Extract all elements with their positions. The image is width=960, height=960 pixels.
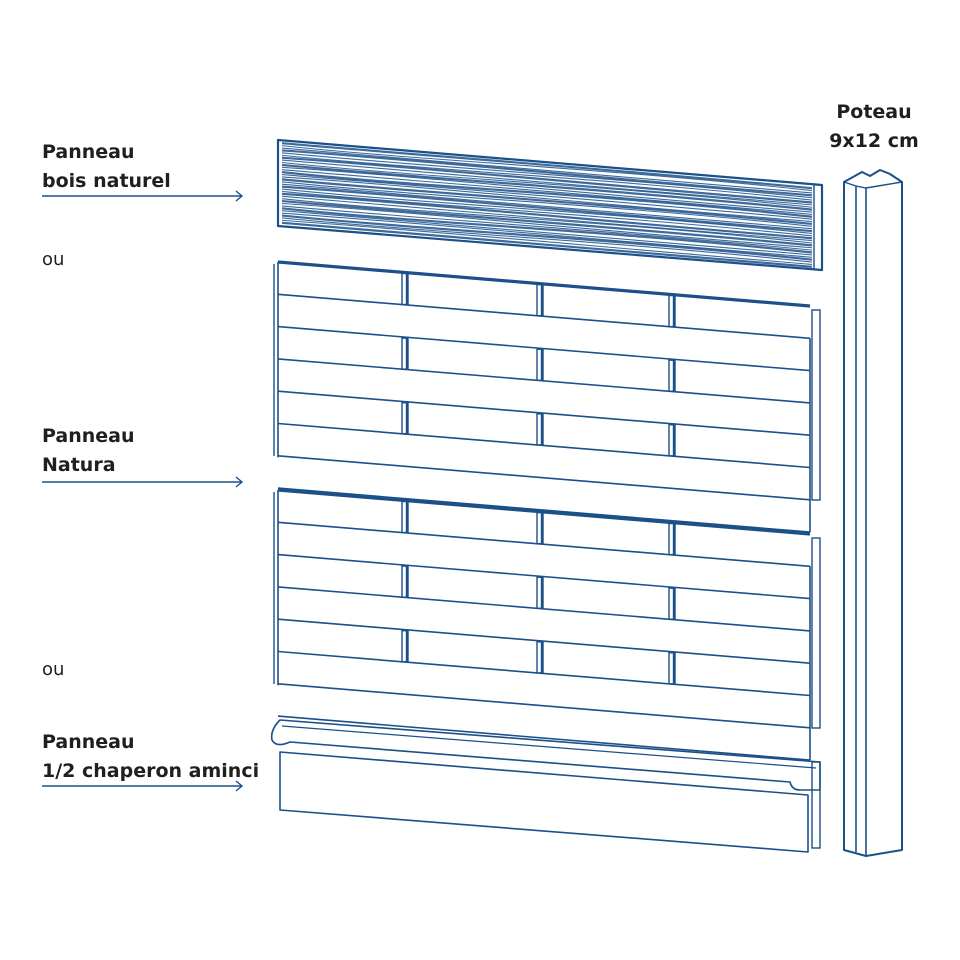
wood-grain-line	[281, 174, 813, 220]
natura-board-line	[277, 553, 811, 600]
natura-panel-label: Panneau Natura	[42, 422, 135, 480]
natura-panel-label-line2: Natura	[42, 454, 116, 476]
natura-board-line	[277, 422, 811, 469]
post	[843, 169, 903, 857]
wood-grain-line	[281, 212, 813, 258]
wood-grain-line	[281, 205, 813, 251]
or-label-1: ou	[42, 249, 65, 270]
wood-grain-line	[281, 199, 813, 247]
natura-board-line	[277, 715, 811, 761]
wood-grain-line	[281, 145, 813, 192]
chaperon-panel-label-line1: Panneau	[42, 731, 135, 753]
wood-grain-line	[281, 166, 813, 213]
natura-board-line	[277, 455, 811, 501]
wood-grain-line	[281, 156, 813, 204]
arrow-head-icon	[235, 780, 244, 792]
natura-panel-top-edge	[277, 260, 811, 308]
natura-board-line	[277, 358, 811, 404]
post-label-line2: 9x12 cm	[829, 130, 919, 152]
wood-grain-line	[281, 198, 813, 244]
post-label-line1: Poteau	[836, 101, 912, 123]
arrow-head-icon	[235, 190, 244, 202]
wood-grain-line	[281, 171, 813, 218]
natura-board-line	[277, 618, 811, 664]
wood-grain-line	[281, 152, 813, 199]
natura-board-line	[277, 487, 811, 533]
chaperon-body	[279, 751, 809, 853]
natura-board-line	[277, 390, 811, 436]
chaperon-right-rail	[811, 761, 821, 849]
wood-grain-line	[281, 219, 813, 265]
wood-grain-line	[281, 202, 813, 249]
natura-board-line	[277, 586, 811, 632]
wood-grain-line	[281, 163, 813, 211]
wood-panel-label: Panneau bois naturel	[42, 138, 171, 196]
wood-grain-line	[281, 188, 813, 235]
wood-grain-line	[281, 192, 813, 240]
wood-grain-line	[281, 214, 813, 261]
natura-panel-right-rail	[811, 537, 821, 729]
natura-board-line	[277, 650, 811, 697]
natura-board-line	[277, 325, 811, 372]
chaperon-panel-label-line2: 1/2 chaperon aminci	[42, 760, 260, 782]
natura-board-line	[277, 293, 811, 340]
wood-grain-line	[281, 154, 813, 201]
natura-panel-label-line1: Panneau	[42, 425, 135, 447]
chaperon-cap	[270, 719, 821, 791]
wood-grain-line	[281, 178, 813, 226]
wood-panel-label-line2: bois naturel	[42, 170, 171, 192]
wood-grain-line	[281, 217, 813, 263]
natura-panel-top-edge	[277, 488, 811, 536]
post-top-edge	[843, 181, 903, 189]
wood-grain-line	[281, 149, 813, 197]
chaperon-panel-label: Panneau 1/2 chaperon aminci	[42, 728, 259, 786]
wood-grain-line	[281, 207, 813, 254]
natura-panel-right-rail	[811, 309, 821, 501]
wood-grain-line	[281, 221, 813, 268]
wood-grain-line	[281, 142, 813, 190]
chaperon-cap-line	[281, 725, 817, 769]
wood-grain-line	[281, 161, 813, 208]
wood-grain-line	[281, 169, 813, 215]
wood-grain-line	[281, 176, 813, 223]
post-label: Poteau 9x12 cm	[826, 98, 922, 156]
arrow-head-icon	[235, 476, 244, 488]
or-label-2: ou	[42, 659, 65, 680]
natura-board-line	[277, 683, 811, 729]
wood-grain-line	[281, 181, 813, 227]
wood-grain-line	[281, 185, 813, 233]
wood-grain-line	[281, 190, 813, 237]
natura-board-line	[277, 521, 811, 568]
wood-panel	[276, 138, 824, 272]
wood-panel-label-line1: Panneau	[42, 141, 135, 163]
